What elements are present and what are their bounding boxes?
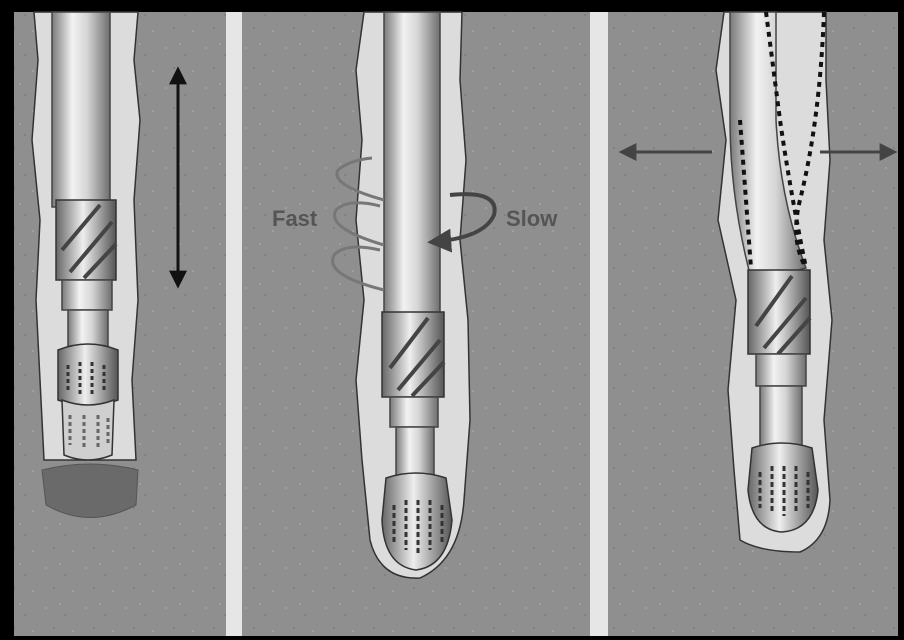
collar-2	[390, 397, 438, 427]
panel-3-whirl	[608, 12, 898, 636]
collar-1	[62, 280, 112, 310]
cuttings-bed-1	[42, 464, 138, 518]
stabilizer-3	[748, 270, 810, 354]
stabilizer-2	[382, 312, 444, 397]
frame-right	[898, 0, 904, 640]
drill-pipe-1	[52, 12, 110, 207]
collar-3b	[760, 386, 802, 446]
divider-1	[226, 12, 242, 636]
fast-label: Fast	[272, 206, 318, 231]
slow-label: Slow	[506, 206, 558, 231]
drill-bit-2	[382, 473, 452, 570]
drill-bit-3	[748, 443, 818, 532]
panel-2-rotation: Fast Slow	[242, 12, 590, 636]
collar-3	[756, 354, 806, 386]
divider-2	[590, 12, 608, 636]
drill-bit-1	[58, 344, 118, 460]
panel-1-reciprocating	[14, 12, 226, 636]
collar-2b	[396, 427, 434, 477]
drill-pipe-2	[384, 12, 440, 318]
stabilizer-1	[56, 200, 116, 280]
